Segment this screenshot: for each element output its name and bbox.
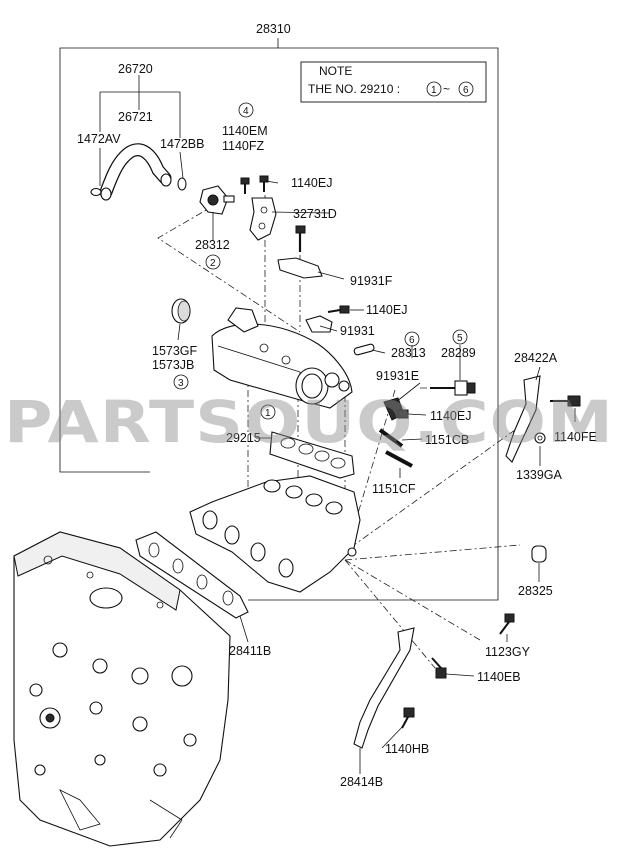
label-1140EJ-low: 1140EJ [430, 409, 471, 423]
sensor-28313 [353, 343, 375, 356]
label-28313: 28313 [391, 346, 426, 360]
label-1140HB: 1140HB [385, 742, 429, 756]
gasket-29215 [269, 431, 355, 479]
label-91931F: 91931F [350, 274, 393, 288]
label-26720: 26720 [118, 62, 153, 76]
note-text: THE NO. 29210 : [308, 82, 400, 96]
label-1573GF: 1573GF [152, 344, 198, 358]
label-28411B: 28411B [229, 644, 271, 658]
callout-1: 1 [265, 408, 271, 419]
leader-lines [99, 75, 576, 774]
label-32731D: 32731D [293, 207, 337, 221]
callout-2: 2 [210, 258, 216, 269]
assembly-label: 28310 [256, 22, 291, 36]
pcv-fitting-28312 [199, 185, 235, 215]
label-26721: 26721 [118, 110, 153, 124]
label-1123GY: 1123GY [485, 645, 531, 659]
note-range-end: 6 [463, 85, 469, 96]
label-1151CF: 1151CF [372, 482, 416, 496]
label-91931: 91931 [340, 324, 375, 338]
top-bolts [240, 175, 269, 194]
gasket-28411B [135, 531, 249, 619]
label-1151CB: 1151CB [425, 433, 469, 447]
note-title: NOTE [319, 64, 352, 78]
cap-28325 [531, 545, 547, 563]
label-29215: 29215 [226, 431, 261, 445]
label-1140FE: 1140FE [554, 430, 597, 444]
studs [378, 428, 413, 468]
label-1339GA: 1339GA [516, 468, 563, 482]
label-28414B: 28414B [340, 775, 383, 789]
bracket-32731D [249, 197, 277, 241]
label-1140EJ-top: 1140EJ [291, 176, 332, 190]
intake-manifold [189, 475, 361, 593]
plug-1573GF [171, 298, 191, 324]
label-91931E: 91931E [376, 369, 419, 383]
part-labels: 28310 26720 26721 1472AV 1472BB 28312 11… [77, 22, 597, 789]
label-1472AV: 1472AV [77, 132, 121, 146]
note-range-separator: ~ [443, 82, 450, 96]
bracket-91931F [277, 225, 323, 279]
note-range-start: 1 [431, 85, 437, 96]
callout-5: 5 [457, 333, 463, 344]
label-1140FZ: 1140FZ [222, 139, 265, 153]
label-1140EM: 1140EM [222, 124, 268, 138]
callout-6: 6 [409, 335, 415, 346]
note-box: NOTE THE NO. 29210 : 1 ~ 6 [300, 61, 487, 103]
callout-4: 4 [243, 106, 249, 117]
label-28312: 28312 [195, 238, 230, 252]
bracket-28422A [505, 375, 581, 463]
plug-28289 [430, 380, 476, 396]
breather-hose-26720 [90, 143, 187, 201]
callout-3: 3 [178, 378, 184, 389]
intake-plenum [211, 307, 353, 409]
label-1472BB: 1472BB [160, 137, 204, 151]
assembly-frame [59, 38, 499, 601]
engine-block [13, 531, 231, 847]
label-1140EB: 1140EB [477, 670, 521, 684]
label-28289: 28289 [441, 346, 476, 360]
label-28325: 28325 [518, 584, 553, 598]
watermark-text: PARTSOUQ.COM [4, 388, 614, 456]
label-28422A: 28422A [514, 351, 558, 365]
label-1573JB: 1573JB [152, 358, 194, 372]
callout-circles: 2 4 6 5 3 1 [173, 102, 468, 420]
stay-28414B [353, 627, 415, 749]
label-1140EJ-mid: 1140EJ [366, 303, 407, 317]
